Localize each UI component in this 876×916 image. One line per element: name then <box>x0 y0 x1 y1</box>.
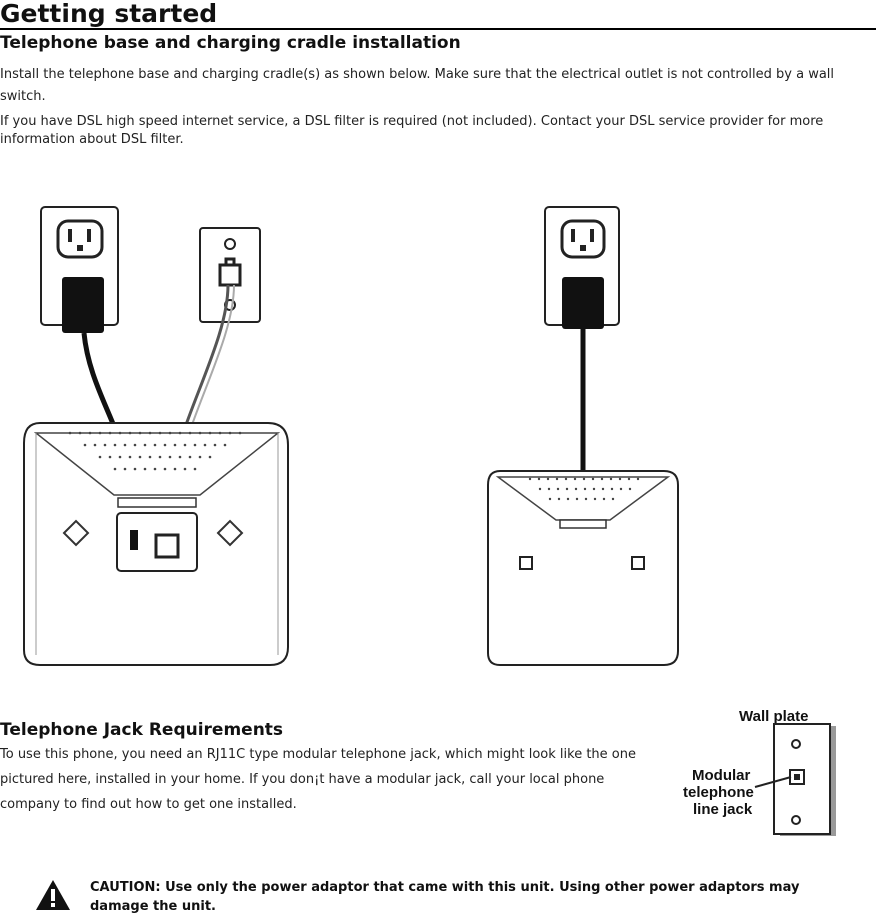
installation-paragraph-1: Install the telephone base and charging … <box>0 67 835 104</box>
jack-requirements-paragraph: To use this phone, you need an RJ11C typ… <box>0 747 636 812</box>
jack-label-line-2: telephone <box>683 784 754 801</box>
power-adapter <box>562 277 604 329</box>
charging-cradle <box>487 470 679 666</box>
warning-triangle-icon <box>36 880 70 910</box>
wall-plate-label: Wall plate <box>739 708 808 725</box>
jack-label-line-1: Modular <box>692 767 750 784</box>
installation-paragraph-2: If you have DSL high speed internet serv… <box>0 114 824 147</box>
wall-plate-figure: Wall plate Modular telephone line jack <box>683 708 836 836</box>
telephone-base <box>23 422 289 666</box>
phone-wall-jack-icon <box>199 227 261 323</box>
installation-illustration <box>23 206 679 666</box>
caution-text: CAUTION: Use only the power adaptor that… <box>90 880 800 914</box>
section-title-jack-requirements: Telephone Jack Requirements <box>0 720 284 740</box>
page-title: Getting started <box>0 0 876 30</box>
power-adapter <box>62 277 104 333</box>
section-title-installation: Telephone base and charging cradle insta… <box>0 33 461 53</box>
jack-label-line-3: line jack <box>693 801 753 818</box>
